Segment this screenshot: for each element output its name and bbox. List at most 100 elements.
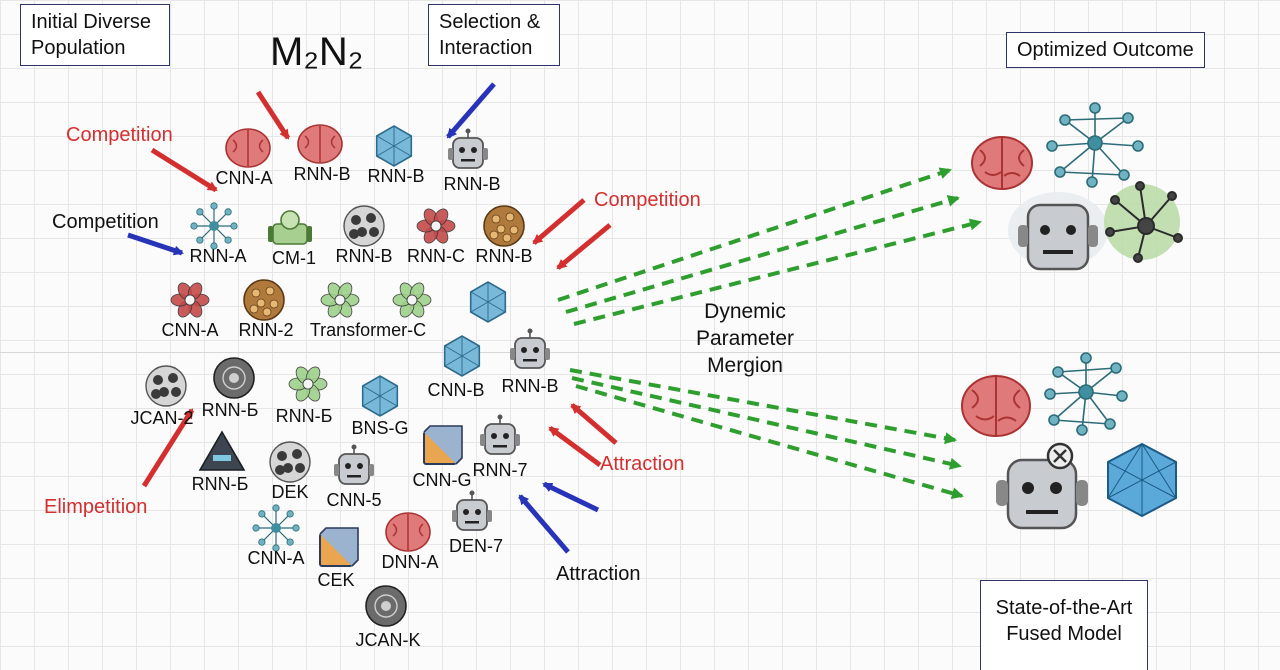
model-label: Transformer-C [309,320,427,340]
model-label: RNN-B [335,246,393,266]
diagram-title: M₂N₂ [270,30,364,74]
merge-arrow [571,376,962,470]
network-node-icon [1046,102,1144,188]
center-line-2: Parameter [695,327,795,350]
competition-annotation: Competition [52,211,159,233]
sphere-icon [483,205,525,247]
model-label: RNN-Б [201,400,259,420]
flower-icon [320,282,360,318]
model-label: RNN-B [501,376,559,396]
divider-line [0,352,1280,353]
attraction-arrow [548,425,602,468]
model-label: RNN-B [367,166,425,186]
attraction-arrow-blue [518,494,570,554]
selection-interaction-label: Selection & Interaction [439,11,541,59]
elimination-annotation: Elimpetition [44,496,148,518]
blob-icon [343,205,385,247]
initial-population-box: Initial Diverse Population [20,4,170,66]
pyramid-icon [198,430,246,471]
fused-model-label: State-of-the-Art Fused Model [995,597,1133,645]
competition-annotation: Competition [594,189,701,211]
robot-icon [448,128,488,169]
initial-population-label: Initial Diverse Population [31,11,152,59]
selection-interaction-box: Selection & Interaction [428,4,560,66]
cube-icon [423,425,463,465]
brain-icon [971,136,1033,190]
robot-arm-icon [268,210,312,245]
polyhedron-icon [1107,442,1177,518]
model-label: RNN-Б [191,474,249,494]
competition-annotation: Competition [66,124,173,146]
brain-icon [385,512,431,552]
flower-icon [288,366,328,402]
robot-icon [480,414,520,455]
globe-icon [213,357,255,399]
model-label: RNN-A [189,246,247,266]
dynamic-merging-label: Dynemic Parameter Mergion [690,298,800,379]
output-fused-group [961,352,1177,530]
elimination-arrow [141,408,195,488]
model-label: CM-1 [272,248,316,268]
robot-icon [510,328,550,369]
brain-icon [297,124,343,164]
robot-icon [1008,192,1108,271]
selection-arrow [446,82,496,139]
model-label: RNN-C [407,246,465,266]
attraction-arrow-blue [542,481,600,513]
blob-icon [269,441,311,483]
attraction-arrow [570,403,618,445]
model-label: CEK [317,570,355,590]
flower-icon [416,208,456,244]
polyhedron-icon [469,281,507,323]
model-label: DEK [271,482,309,502]
model-label: CNN-B [427,380,485,400]
globe-icon [365,585,407,627]
model-label: RNN-B [443,174,501,194]
fused-model-box: State-of-the-Art Fused Model [980,580,1148,670]
model-label: BNS-G [351,418,409,438]
model-label: DEN-7 [448,536,504,556]
model-label: RNN-B [475,246,533,266]
competition-arrow-blue [127,232,184,256]
competition-arrow [255,90,291,140]
attraction-annotation: Attraction [556,563,641,585]
sphere-icon [243,279,285,321]
center-line-3: Mergion [707,354,783,377]
model-label: CNN-G [412,470,472,490]
model-label: CNN-5 [326,490,382,510]
robot-icon [334,444,374,485]
network-node-icon [190,202,238,250]
attraction-annotation: Attraction [600,453,685,475]
model-label: RNN-Б [275,406,333,426]
model-label: RNN-2 [238,320,294,340]
network-node-icon [252,504,300,552]
brain-icon [225,128,271,168]
optimized-outcome-box: Optimized Outcome [1006,32,1205,68]
merge-arrow [557,167,952,302]
model-label: JCAN-K [355,630,421,650]
brain-icon [961,375,1031,437]
competition-arrow [150,147,218,193]
model-label: JCAN-2 [130,408,194,428]
output-optimized-group [971,102,1183,271]
robot-icon [996,442,1088,530]
optimized-outcome-label: Optimized Outcome [1017,39,1194,61]
model-label: CNN-A [161,320,219,340]
network-node-icon [1104,181,1183,263]
flower-icon [392,282,432,318]
polyhedron-icon [375,125,413,167]
merge-arrow [569,368,957,445]
blob-icon [145,365,187,407]
model-label: CNN-A [215,168,273,188]
center-line-1: Dynemic [704,300,786,323]
robot-icon [452,490,492,531]
model-label: RNN-B [293,164,351,184]
model-label: CNN-A [247,548,305,568]
network-node-icon [1044,352,1128,436]
model-label: DNN-A [381,552,439,572]
cube-icon [319,527,359,567]
model-label: RNN-7 [472,460,528,480]
competition-arrow [532,198,586,245]
